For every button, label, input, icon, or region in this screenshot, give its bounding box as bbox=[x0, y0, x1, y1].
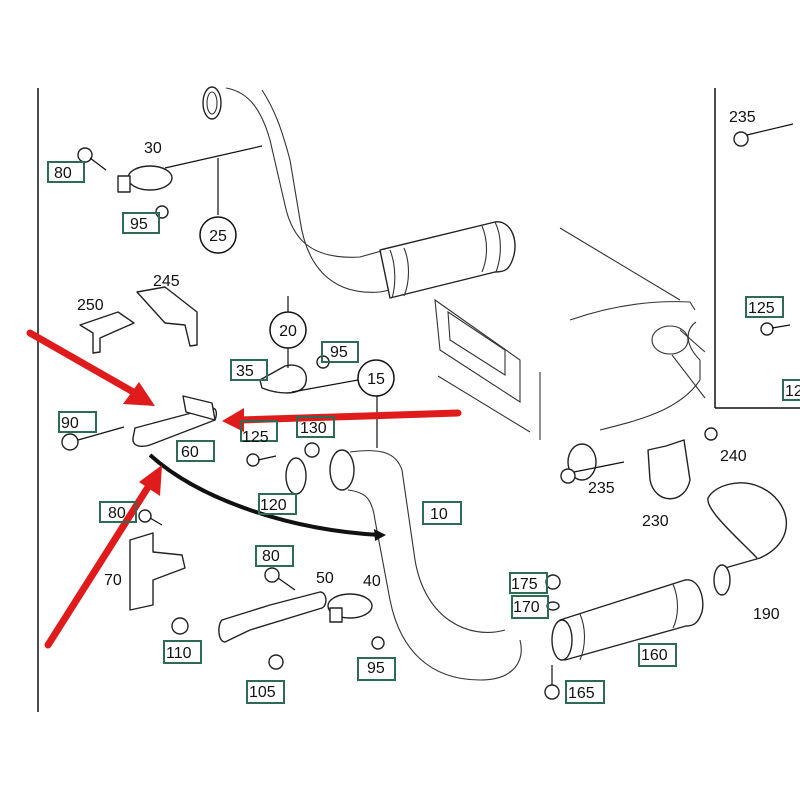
label-95-top[interactable]: 95 bbox=[122, 212, 160, 234]
bracket-60 bbox=[132, 395, 218, 447]
label-40: 40 bbox=[363, 573, 381, 590]
label-95-mid[interactable]: 95 bbox=[321, 341, 359, 363]
black-arrowhead bbox=[374, 529, 386, 541]
bracket-245 bbox=[136, 286, 198, 347]
pipe-160 bbox=[551, 579, 704, 661]
middle-pipe-20 bbox=[287, 221, 516, 318]
nut-240 bbox=[704, 427, 718, 441]
label-235-inset: 235 bbox=[729, 109, 756, 126]
label-30: 30 bbox=[144, 140, 162, 157]
bolt-105 bbox=[268, 654, 284, 670]
black-curved-arrow bbox=[148, 453, 381, 537]
svg-text:95: 95 bbox=[367, 660, 385, 677]
inset-panel bbox=[714, 88, 800, 409]
clamp-40 bbox=[327, 593, 373, 623]
pipe-10 bbox=[329, 390, 522, 681]
label-35[interactable]: 35 bbox=[230, 359, 268, 381]
svg-text:95: 95 bbox=[330, 344, 348, 361]
label-165[interactable]: 165 bbox=[565, 680, 605, 704]
svg-text:105: 105 bbox=[249, 684, 276, 701]
label-105[interactable]: 105 bbox=[246, 680, 285, 704]
clamp-120 bbox=[285, 457, 307, 495]
label-230: 230 bbox=[642, 513, 669, 530]
callout-text-25: 25 bbox=[209, 228, 227, 245]
svg-text:125: 125 bbox=[242, 429, 269, 446]
label-170[interactable]: 170 bbox=[511, 595, 549, 619]
bolt-125b bbox=[760, 322, 791, 336]
label-110[interactable]: 110 bbox=[163, 640, 202, 664]
gasket-35 bbox=[259, 364, 307, 394]
front-pipe-25 bbox=[164, 86, 391, 293]
bolt-80a bbox=[77, 147, 107, 171]
svg-text:12: 12 bbox=[785, 383, 800, 400]
callout-circle-15[interactable]: 15 bbox=[357, 359, 395, 397]
label-125-right[interactable]: 125 bbox=[745, 296, 784, 318]
callout-text-15: 15 bbox=[367, 371, 385, 388]
label-120[interactable]: 120 bbox=[258, 493, 297, 515]
bolt-110 bbox=[171, 617, 189, 635]
label-190: 190 bbox=[753, 606, 780, 623]
label-12x-right[interactable]: 12 bbox=[782, 379, 800, 401]
bolt-80b bbox=[138, 509, 163, 526]
label-250: 250 bbox=[77, 297, 104, 314]
muffler bbox=[434, 227, 706, 481]
callout-text-20: 20 bbox=[279, 323, 297, 340]
label-175[interactable]: 175 bbox=[509, 572, 548, 594]
callout-circle-20[interactable]: 20 bbox=[269, 311, 307, 349]
svg-text:80: 80 bbox=[108, 505, 126, 522]
label-50: 50 bbox=[316, 570, 334, 587]
label-60[interactable]: 60 bbox=[176, 440, 215, 462]
bolt-235b bbox=[733, 123, 794, 147]
pipe-190 bbox=[707, 482, 788, 596]
callout-circle-25[interactable]: 25 bbox=[199, 216, 237, 254]
clamp-30 bbox=[117, 165, 173, 193]
label-125-mid[interactable]: 125 bbox=[240, 420, 278, 446]
label-80-top[interactable]: 80 bbox=[47, 161, 85, 183]
strap-50 bbox=[218, 591, 327, 643]
bolt-125a bbox=[246, 453, 277, 467]
bracket-250 bbox=[79, 311, 135, 354]
red-arrow-upper-left bbox=[26, 329, 155, 406]
svg-text:80: 80 bbox=[262, 548, 280, 565]
label-130[interactable]: 130 bbox=[296, 416, 335, 438]
label-160[interactable]: 160 bbox=[638, 643, 677, 667]
label-80-bottom[interactable]: 80 bbox=[255, 545, 294, 567]
bolt-235a bbox=[560, 461, 625, 484]
svg-text:35: 35 bbox=[236, 363, 254, 380]
bolt-80c bbox=[264, 567, 296, 591]
svg-text:165: 165 bbox=[568, 685, 595, 702]
svg-text:175: 175 bbox=[511, 576, 538, 593]
bolt-165 bbox=[544, 665, 560, 700]
label-90[interactable]: 90 bbox=[58, 411, 97, 433]
svg-text:160: 160 bbox=[641, 647, 668, 664]
svg-text:80: 80 bbox=[54, 165, 72, 182]
label-240: 240 bbox=[720, 448, 747, 465]
bolt-90 bbox=[61, 426, 125, 451]
svg-text:95: 95 bbox=[130, 216, 148, 233]
red-arrow-right bbox=[222, 408, 462, 432]
clamp-230 bbox=[647, 439, 691, 500]
label-70: 70 bbox=[104, 572, 122, 589]
svg-text:10: 10 bbox=[430, 506, 448, 523]
svg-text:60: 60 bbox=[181, 444, 199, 461]
svg-text:90: 90 bbox=[61, 415, 79, 432]
label-235-mid: 235 bbox=[588, 480, 615, 497]
label-80-left[interactable]: 80 bbox=[99, 501, 137, 523]
svg-text:110: 110 bbox=[166, 645, 192, 662]
bracket-70 bbox=[129, 532, 186, 611]
nut-130 bbox=[304, 442, 320, 458]
label-95-bottom[interactable]: 95 bbox=[357, 657, 396, 681]
svg-text:120: 120 bbox=[260, 497, 287, 514]
svg-text:130: 130 bbox=[300, 420, 327, 437]
label-245: 245 bbox=[153, 273, 180, 290]
bolt-175 bbox=[545, 574, 561, 590]
red-arrow-lower-left bbox=[44, 465, 162, 649]
svg-text:170: 170 bbox=[513, 599, 540, 616]
nut-95c bbox=[371, 636, 385, 650]
label-10[interactable]: 10 bbox=[422, 501, 462, 525]
svg-text:125: 125 bbox=[748, 300, 775, 317]
